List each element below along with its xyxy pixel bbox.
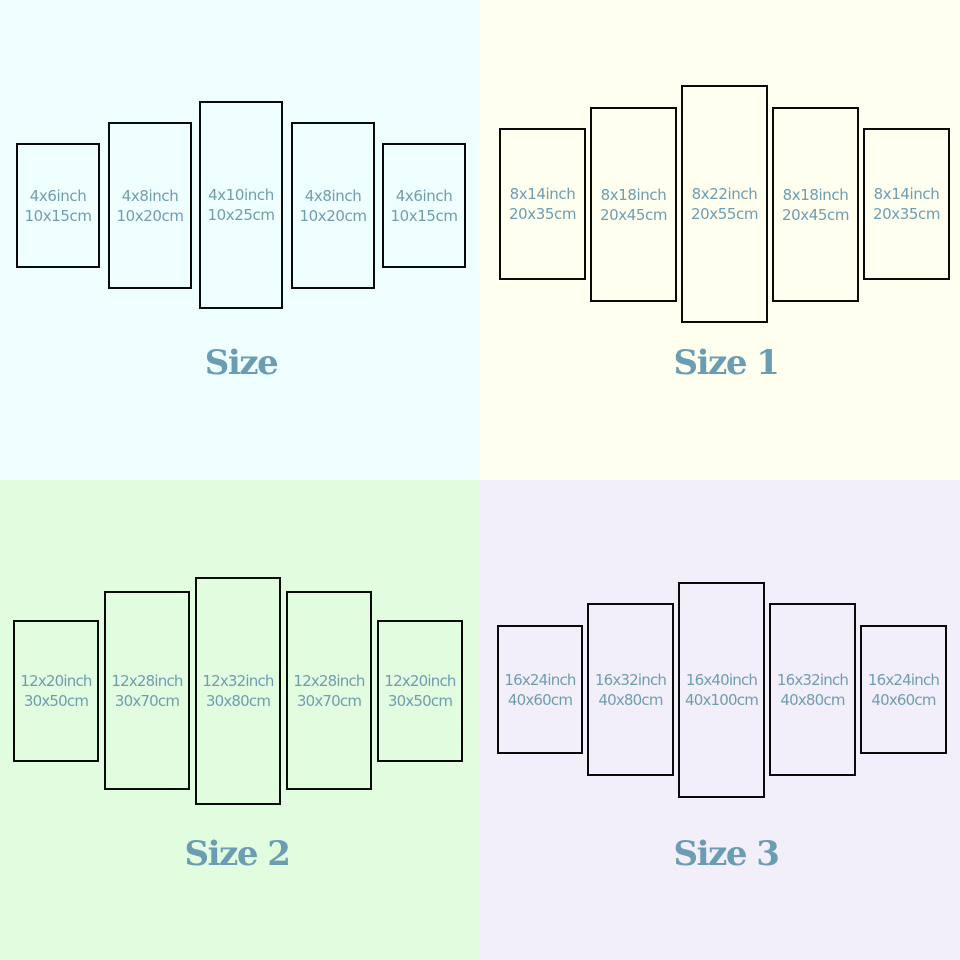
panel-inch-label: 12x20inch	[384, 672, 456, 690]
canvas-panel: 16x24inch 40x60cm	[497, 625, 583, 754]
panel-cm-label: 30x70cm	[296, 691, 362, 710]
panel-cm-label: 30x70cm	[114, 691, 180, 710]
panel-cm-label: 20x45cm	[781, 205, 850, 224]
panel-inch-label: 4x6inch	[29, 186, 87, 205]
panel-cm-label: 40x80cm	[780, 690, 845, 709]
panel-inch-label: 16x32inch	[776, 670, 849, 689]
panel-inch-label: 4x10inch	[208, 186, 274, 204]
panel-inch-label: 4x8inch	[304, 186, 362, 205]
canvas-panel: 12x20inch 30x50cm	[377, 620, 463, 762]
panel-inch-label: 8x18inch	[782, 185, 849, 204]
size-section-3: 16x24inch 40x60cm 16x32inch 40x80cm 16x4…	[480, 480, 960, 960]
canvas-panel: 8x14inch 20x35cm	[863, 128, 950, 280]
size-title: Size 2	[184, 834, 291, 874]
panel-inch-label: 4x6inch	[395, 186, 453, 205]
panel-cm-label: 10x20cm	[299, 206, 367, 225]
panel-cm-label: 30x80cm	[205, 692, 271, 710]
canvas-panel: 4x6inch 10x15cm	[16, 143, 100, 268]
size-title: Size	[204, 343, 279, 383]
panel-inch-label: 4x8inch	[121, 186, 179, 205]
canvas-panel: 12x32inch 30x80cm	[195, 577, 281, 805]
panel-inch-label: 12x28inch	[111, 671, 183, 690]
size-title: Size 3	[673, 834, 780, 874]
panel-cm-label: 20x45cm	[599, 205, 668, 224]
size-section-1: 8x14inch 20x35cm 8x18inch 20x45cm 8x22in…	[480, 0, 960, 480]
size-title: Size 1	[673, 343, 780, 383]
canvas-panel: 12x28inch 30x70cm	[286, 591, 372, 790]
canvas-panel: 8x14inch 20x35cm	[499, 128, 586, 280]
panel-cm-label: 20x35cm	[508, 205, 577, 223]
panel-cm-label: 10x25cm	[207, 206, 275, 224]
panel-inch-label: 8x14inch	[509, 185, 576, 203]
panel-inch-label: 12x28inch	[293, 671, 365, 690]
canvas-panel: 4x10inch 10x25cm	[199, 101, 283, 309]
canvas-panel: 8x18inch 20x45cm	[772, 107, 859, 302]
panel-inch-label: 8x22inch	[691, 185, 758, 203]
panel-cm-label: 20x55cm	[690, 205, 759, 223]
panel-inch-label: 16x40inch	[685, 671, 758, 689]
canvas-panel: 16x40inch 40x100cm	[678, 582, 765, 798]
panel-inch-label: 12x20inch	[20, 672, 92, 690]
panel-cm-label: 40x100cm	[684, 691, 759, 709]
panel-inch-label: 12x32inch	[202, 672, 274, 690]
size-section-2: 12x20inch 30x50cm 12x28inch 30x70cm 12x3…	[0, 480, 480, 960]
panel-inch-label: 16x24inch	[504, 670, 576, 689]
canvas-panel: 16x32inch 40x80cm	[769, 603, 856, 776]
canvas-panel: 4x6inch 10x15cm	[382, 143, 466, 268]
size-section-0: 4x6inch 10x15cm 4x8inch 10x20cm 4x10inch…	[0, 0, 480, 480]
panel-inch-label: 8x18inch	[600, 185, 667, 204]
panel-cm-label: 20x35cm	[872, 205, 941, 223]
panel-inch-label: 16x24inch	[867, 670, 940, 689]
panel-cm-label: 30x50cm	[387, 692, 453, 710]
canvas-panel: 8x22inch 20x55cm	[681, 85, 768, 323]
panel-cm-label: 40x60cm	[507, 690, 573, 709]
panel-inch-label: 8x14inch	[873, 185, 940, 203]
canvas-panel: 16x24inch 40x60cm	[860, 625, 947, 754]
canvas-panel: 16x32inch 40x80cm	[587, 603, 674, 776]
canvas-panel: 12x28inch 30x70cm	[104, 591, 190, 790]
canvas-panel: 4x8inch 10x20cm	[291, 122, 375, 289]
canvas-panel: 12x20inch 30x50cm	[13, 620, 99, 762]
canvas-panel: 4x8inch 10x20cm	[108, 122, 192, 289]
panel-cm-label: 10x15cm	[390, 206, 458, 225]
panel-cm-label: 10x20cm	[116, 206, 184, 225]
canvas-panel: 8x18inch 20x45cm	[590, 107, 677, 302]
panel-cm-label: 10x15cm	[24, 206, 92, 225]
panel-cm-label: 30x50cm	[23, 692, 89, 710]
panel-cm-label: 40x60cm	[871, 690, 936, 709]
panel-inch-label: 16x32inch	[594, 670, 667, 689]
panel-cm-label: 40x80cm	[598, 690, 663, 709]
